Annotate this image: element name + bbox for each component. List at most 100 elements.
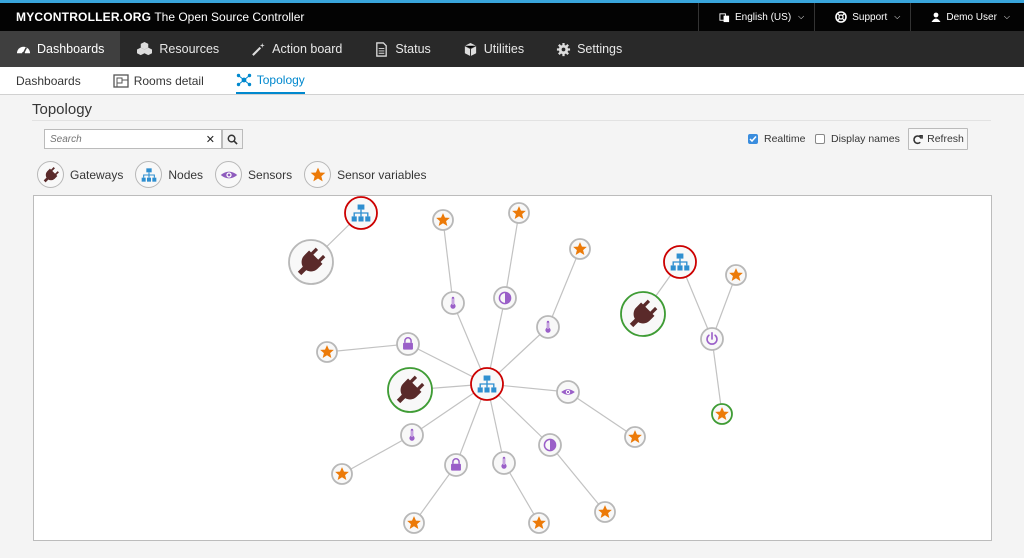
realtime-checkbox[interactable] xyxy=(748,134,758,144)
sensor-node[interactable] xyxy=(538,433,562,457)
refresh-button[interactable]: Refresh xyxy=(908,128,968,150)
sensor-variable-node[interactable] xyxy=(624,426,646,448)
nav-status[interactable]: Status xyxy=(358,31,446,67)
legend-sensor-badge xyxy=(215,161,243,188)
refresh-icon xyxy=(913,134,923,144)
nav-settings[interactable]: Settings xyxy=(540,31,638,67)
star-icon xyxy=(320,345,334,358)
node-node[interactable] xyxy=(663,245,697,279)
nav-action-board[interactable]: Action board xyxy=(235,31,358,67)
realtime-label: Realtime xyxy=(764,133,806,145)
sensor-node[interactable] xyxy=(396,332,420,356)
sitemap-icon xyxy=(141,167,157,182)
page-title: Topology xyxy=(32,101,93,118)
star-icon xyxy=(436,213,450,226)
language-dropdown[interactable]: English (US) ⌵ xyxy=(698,3,814,31)
chevron-down-icon: ⌵ xyxy=(1003,12,1010,21)
plug-icon xyxy=(43,166,59,182)
sensor-variable-node[interactable] xyxy=(594,501,616,523)
eye-icon xyxy=(220,171,237,178)
thermometer-icon xyxy=(545,320,551,333)
power-icon xyxy=(706,331,718,345)
subnav-label: Dashboards xyxy=(16,73,81,88)
node-node[interactable] xyxy=(470,367,504,401)
legend-sensor-variable-badge xyxy=(304,161,332,188)
legend-gateway-badge xyxy=(37,161,64,188)
gateway-node[interactable] xyxy=(387,367,433,413)
subnav-label: Topology xyxy=(256,72,305,87)
sensor-variable-node[interactable] xyxy=(508,202,530,224)
legend: Gateways Nodes Sensors Sensor variables xyxy=(37,161,426,188)
subnav-topology[interactable]: Topology xyxy=(235,67,305,94)
gateway-node[interactable] xyxy=(620,291,666,337)
sensor-node[interactable] xyxy=(700,327,724,351)
subnav-dashboards[interactable]: Dashboards xyxy=(16,67,81,94)
thermometer-icon xyxy=(409,428,415,441)
sensor-variable-node[interactable] xyxy=(725,264,747,286)
star-icon xyxy=(715,407,729,420)
nav-resources[interactable]: Resources xyxy=(120,31,235,67)
graph-edge xyxy=(341,434,413,475)
star-icon xyxy=(310,167,325,181)
graph-edge xyxy=(413,464,457,524)
gear-icon xyxy=(557,42,571,56)
top-bar: MYCONTROLLER.ORG The Open Source Control… xyxy=(0,3,1024,31)
graph-edge xyxy=(504,212,520,299)
node-node[interactable] xyxy=(344,196,378,230)
display-names-label: Display names xyxy=(831,133,900,145)
graph-edge xyxy=(711,338,723,415)
divider xyxy=(32,120,991,121)
sensor-node[interactable] xyxy=(492,451,516,475)
topology-icon xyxy=(236,73,251,86)
sensor-variable-node[interactable] xyxy=(331,463,353,485)
nav-label: Utilities xyxy=(483,42,525,56)
thermometer-icon xyxy=(450,296,456,309)
star-icon xyxy=(598,505,612,518)
sensor-variable-node[interactable] xyxy=(528,512,550,534)
sub-nav: Dashboards Rooms detail Topology xyxy=(0,67,1024,95)
star-icon xyxy=(532,516,546,529)
subnav-rooms-detail[interactable]: Rooms detail xyxy=(113,67,204,94)
sensor-node[interactable] xyxy=(444,453,468,477)
graph-edge xyxy=(567,391,636,438)
nav-dashboards[interactable]: Dashboards xyxy=(0,31,121,67)
sensor-variable-node[interactable] xyxy=(403,512,425,534)
legend-sensor-variables: Sensor variables xyxy=(304,161,426,188)
sensor-node[interactable] xyxy=(536,315,560,339)
gateway-node[interactable] xyxy=(288,239,334,285)
sitemap-icon xyxy=(477,375,497,393)
legend-label: Nodes xyxy=(168,167,204,182)
legend-label: Sensors xyxy=(248,167,293,182)
brand-name: MYCONTROLLER.ORG xyxy=(16,10,152,24)
graph-edge xyxy=(326,343,409,353)
search-button[interactable] xyxy=(222,129,243,149)
sensor-variable-node[interactable] xyxy=(711,403,733,425)
topology-graph[interactable] xyxy=(33,195,992,541)
nav-label: Action board xyxy=(272,42,343,56)
sensor-node[interactable] xyxy=(493,286,517,310)
sensor-variable-node[interactable] xyxy=(432,209,454,231)
sensor-variable-node[interactable] xyxy=(569,238,591,260)
legend-gateways: Gateways xyxy=(37,161,123,188)
sensor-variable-node[interactable] xyxy=(316,341,338,363)
accent-line xyxy=(0,0,1024,3)
sitemap-icon xyxy=(351,204,371,222)
display-names-checkbox[interactable] xyxy=(815,134,825,144)
user-dropdown[interactable]: Demo User ⌵ xyxy=(910,3,1024,31)
display-names-option: Display names xyxy=(815,133,900,145)
graph-edge xyxy=(547,248,581,328)
search-box: ✕ xyxy=(44,129,222,149)
topology-canvas[interactable] xyxy=(34,196,992,541)
dashboard-icon xyxy=(16,46,31,55)
support-dropdown[interactable]: Support ⌵ xyxy=(814,3,910,31)
sensor-node[interactable] xyxy=(556,380,580,404)
nav-utilities[interactable]: Utilities xyxy=(447,31,540,67)
close-icon[interactable]: ✕ xyxy=(205,133,215,146)
sensor-node[interactable] xyxy=(441,291,465,315)
brand[interactable]: MYCONTROLLER.ORG The Open Source Control… xyxy=(0,10,304,24)
support-label: Support xyxy=(852,11,888,23)
search-input[interactable] xyxy=(45,130,195,148)
sensor-node[interactable] xyxy=(400,423,424,447)
language-label: English (US) xyxy=(735,11,792,23)
utility-menu: English (US) ⌵ Support ⌵ Demo User ⌵ xyxy=(698,3,1024,31)
